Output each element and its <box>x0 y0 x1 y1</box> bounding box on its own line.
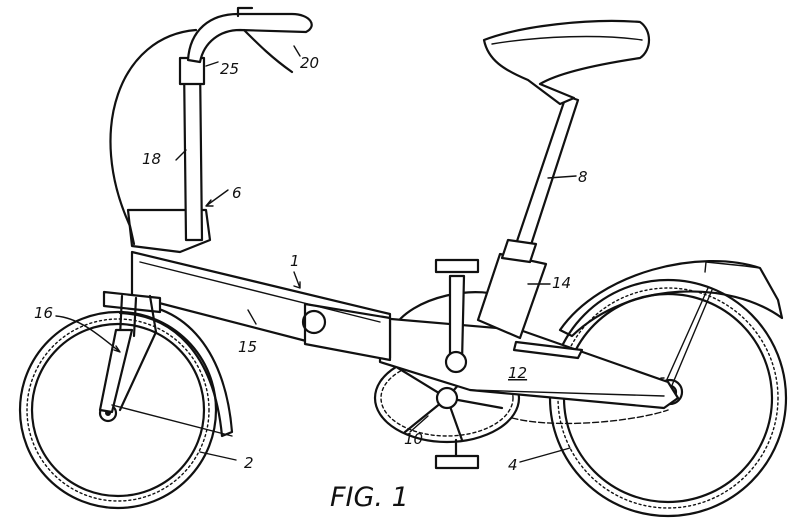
saddle <box>482 19 651 106</box>
head-tube <box>102 290 162 314</box>
pedal-lower <box>434 454 480 470</box>
label-front-frame-member: 15 <box>238 338 257 356</box>
label-seat-post: 8 <box>578 168 588 186</box>
leader-lines <box>55 45 577 463</box>
label-front-fork: 16 <box>34 304 53 322</box>
label-chainwheel: 10 <box>404 430 423 448</box>
label-rear-wheel: 4 <box>508 456 518 474</box>
label-seat-tube: 14 <box>552 274 571 292</box>
handlebar <box>186 12 313 64</box>
rear-mudguard <box>558 259 784 338</box>
figure-caption: FIG. 1 <box>330 482 409 513</box>
seat-post <box>512 94 580 256</box>
label-front-wheel: 2 <box>244 454 254 472</box>
label-steering-column: 18 <box>142 150 161 168</box>
brake-cable <box>109 28 198 246</box>
label-rear-fork: 12 <box>508 364 527 382</box>
label-frame: 1 <box>290 252 300 270</box>
front-fork <box>98 328 134 414</box>
brake-lever <box>236 6 294 74</box>
label-brake-lever: 20 <box>300 54 319 72</box>
front-frame-member <box>303 302 392 362</box>
label-handlebar-clamp: 6 <box>232 184 242 202</box>
front-mudguard <box>118 302 234 438</box>
steering-column <box>182 60 204 242</box>
pedal-upper <box>434 258 480 274</box>
label-handlebar-grip: 25 <box>220 60 239 78</box>
seat-tube <box>476 252 548 340</box>
crank <box>448 274 466 364</box>
